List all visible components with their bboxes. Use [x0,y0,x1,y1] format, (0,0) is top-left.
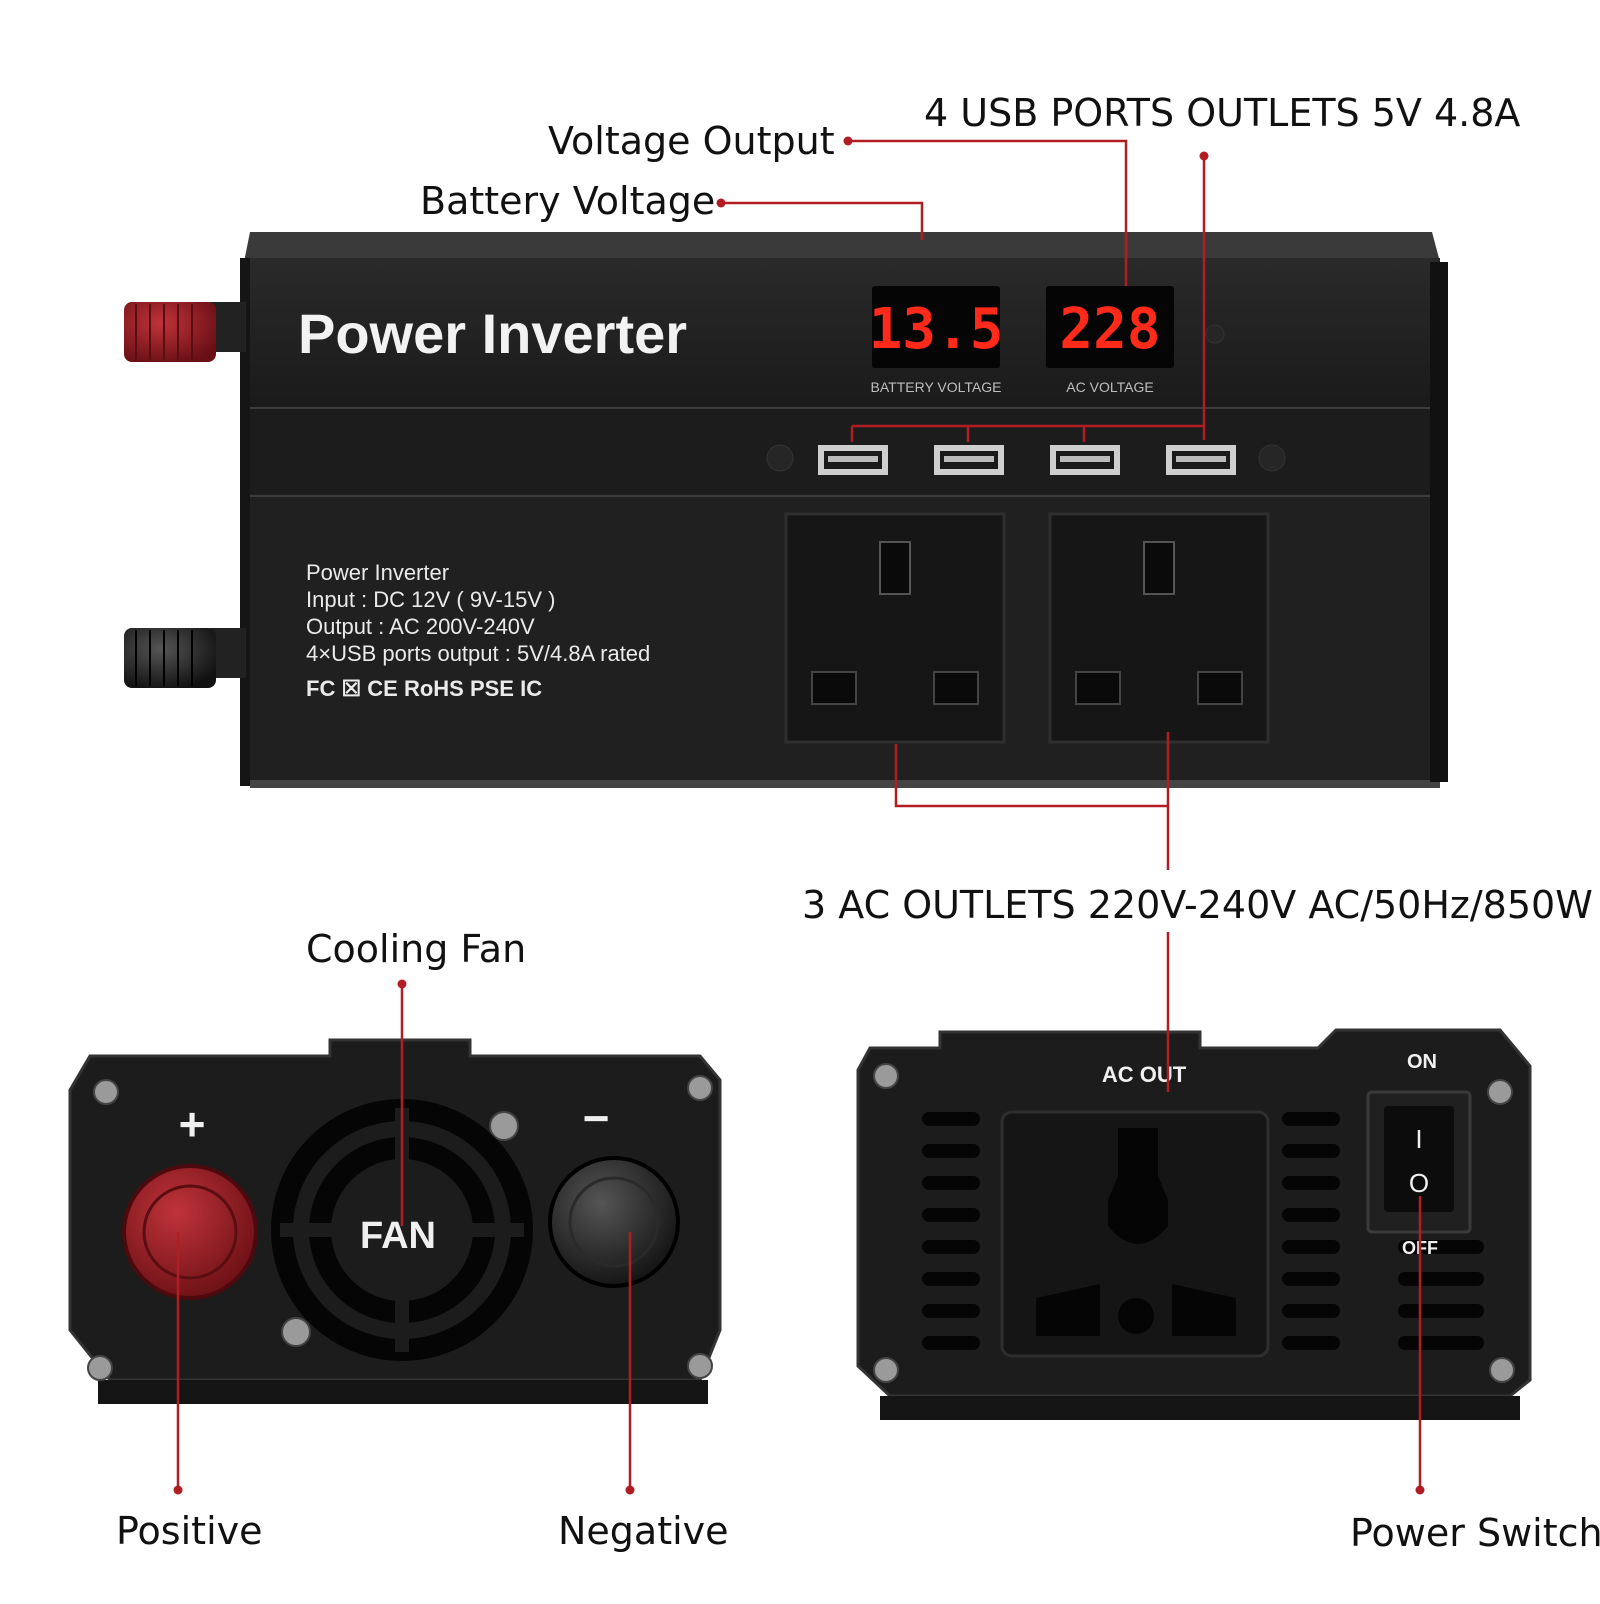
cooling-fan-label: Cooling Fan [306,927,527,971]
leader-lines [176,139,1422,1490]
power-switch[interactable]: I O [1366,1090,1472,1234]
top-edge [244,232,1440,262]
ac-out-label: AC OUT [1102,1062,1187,1087]
on-label: ON [1407,1051,1437,1073]
ac-side-panel: AC OUT ON I O OFF [856,1028,1532,1420]
usb-port[interactable] [1166,445,1236,475]
battery-voltage-caption: BATTERY VOLTAGE [871,379,1002,395]
ac-socket[interactable] [1048,512,1270,744]
ac-outlets-label: 3 AC OUTLETS 220V-240V AC/50Hz/850W [802,883,1593,927]
ac-voltage-display: 228 AC VOLTAGE [1046,286,1174,395]
positive-label: Positive [116,1509,263,1553]
ac-voltage-readout: 228 [1059,297,1160,362]
fan-label: FAN [360,1215,436,1257]
positive-terminal[interactable] [124,302,246,362]
positive-terminal-knob[interactable] [122,1164,258,1300]
leader-dots [173,136,1425,1495]
voltage-output-label: Voltage Output [548,119,835,163]
fan-side-panel: FAN + − [68,1038,722,1404]
spec-label: Power Inverter Input : DC 12V ( 9V-15V )… [306,560,650,701]
usb-port[interactable] [1050,445,1120,475]
universal-ac-socket[interactable] [1000,1110,1270,1358]
usb-ports-label: 4 USB PORTS OUTLETS 5V 4.8A [924,91,1521,135]
spec-line: Output : AC 200V-240V [306,614,535,639]
spec-line: 4×USB ports output : 5V/4.8A rated [306,641,650,666]
top-panel [244,258,1440,408]
ac-socket[interactable] [784,512,1006,744]
switch-on-symbol: I [1415,1124,1422,1154]
switch-off-symbol: O [1409,1168,1429,1198]
power-switch-label: Power Switch [1350,1511,1600,1555]
battery-voltage-readout: 13.5 [869,297,1004,362]
ac-voltage-caption: AC VOLTAGE [1066,379,1153,395]
negative-label: Negative [558,1509,729,1553]
usb-port[interactable] [934,445,1004,475]
certification-marks: FC ☒ CE RoHS PSE IC [306,676,542,701]
negative-terminal[interactable] [124,628,246,688]
device-title: Power Inverter [298,302,687,365]
battery-voltage-display: 13.5 BATTERY VOLTAGE [869,286,1004,395]
minus-sign: − [583,1092,610,1144]
plus-sign: + [179,1098,206,1150]
spec-line: Power Inverter [306,560,449,585]
usb-ports [766,444,1286,475]
usb-port[interactable] [818,445,888,475]
spec-line: Input : DC 12V ( 9V-15V ) [306,587,555,612]
battery-voltage-label: Battery Voltage [420,179,716,223]
negative-terminal-knob[interactable] [548,1156,680,1288]
